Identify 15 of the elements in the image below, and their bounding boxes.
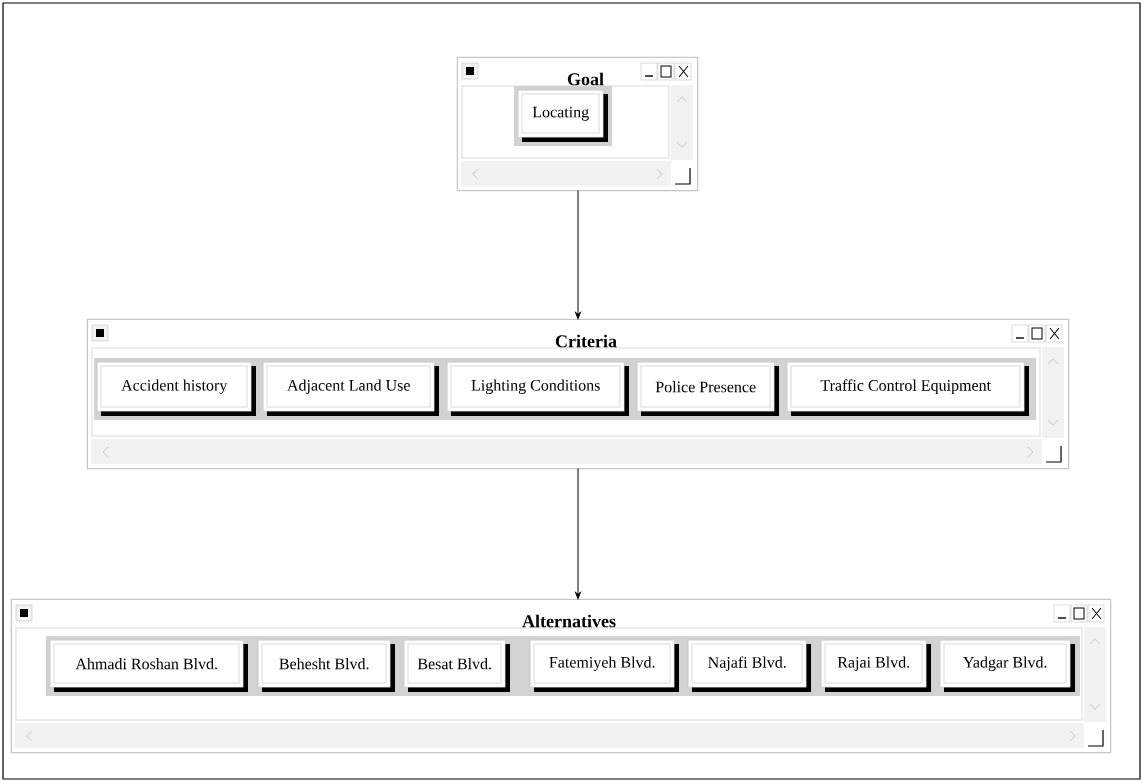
button: Accident history: [97, 362, 256, 416]
button: Najafi Blvd.: [688, 640, 811, 692]
button: Police Presence: [637, 362, 779, 416]
button: Rajai Blvd.: [821, 640, 931, 692]
button: Behesht Blvd.: [258, 640, 395, 692]
arrow: [575, 189, 581, 320]
button: Ahmadi Roshan Blvd.: [50, 640, 248, 692]
button: Fatemiyeh Blvd.: [530, 640, 679, 692]
button: Adjacent Land Use: [263, 362, 439, 416]
button: Lighting Conditions: [447, 362, 629, 416]
button: Locating: [518, 90, 608, 142]
arrow: [575, 467, 581, 600]
button: Traffic Control Equipment: [787, 362, 1029, 416]
button: Yadgar Blvd.: [940, 640, 1075, 692]
button: Besat Blvd.: [404, 640, 510, 692]
